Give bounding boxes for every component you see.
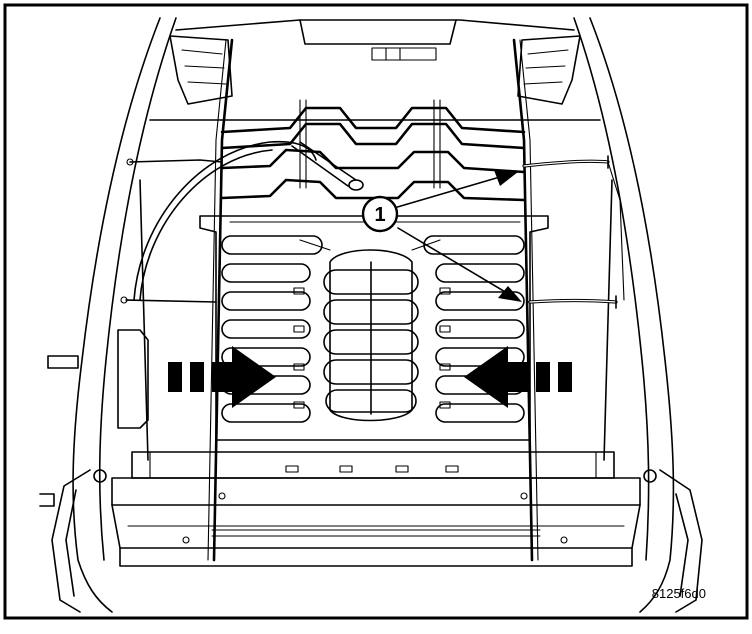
callout-arrowhead-lower <box>498 286 522 302</box>
callout-arrowhead-upper <box>494 170 518 186</box>
suspension-panel <box>199 215 549 441</box>
callout-number: 1 <box>374 204 385 226</box>
callout-circle <box>361 195 399 233</box>
right-direction-arrow <box>464 346 572 408</box>
cable-wires <box>120 140 625 309</box>
left-direction-arrow <box>168 346 276 408</box>
callout-1: 1 <box>361 170 522 302</box>
seat-back-shell <box>72 17 675 613</box>
lower-frame <box>39 355 703 613</box>
figure-id-label: 8125f6d0 <box>652 586 706 601</box>
center-lumbar-pad <box>299 239 441 422</box>
left-side-bracket <box>117 329 149 429</box>
right-slot-rows <box>423 235 525 423</box>
figure-border <box>3 3 749 620</box>
